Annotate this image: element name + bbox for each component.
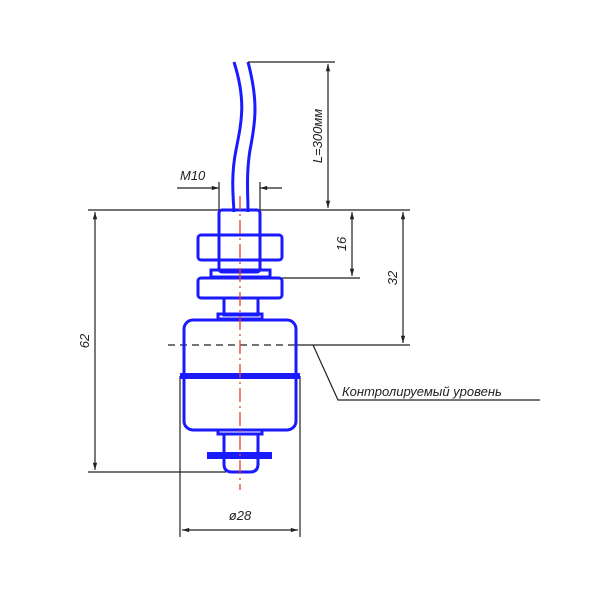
diameter-label: ø28 bbox=[229, 508, 252, 523]
upper-nut bbox=[196, 233, 284, 262]
dim-32-label: 32 bbox=[385, 270, 400, 285]
cable bbox=[231, 61, 257, 213]
cable-length-label: L=300мм bbox=[310, 109, 325, 163]
dimension-lines bbox=[88, 61, 540, 537]
thread-label: M10 bbox=[180, 168, 206, 183]
level-label: Контролируемый уровень bbox=[342, 384, 502, 399]
dim-16-label: 16 bbox=[334, 236, 349, 251]
dim-62-label: 62 bbox=[77, 333, 92, 348]
